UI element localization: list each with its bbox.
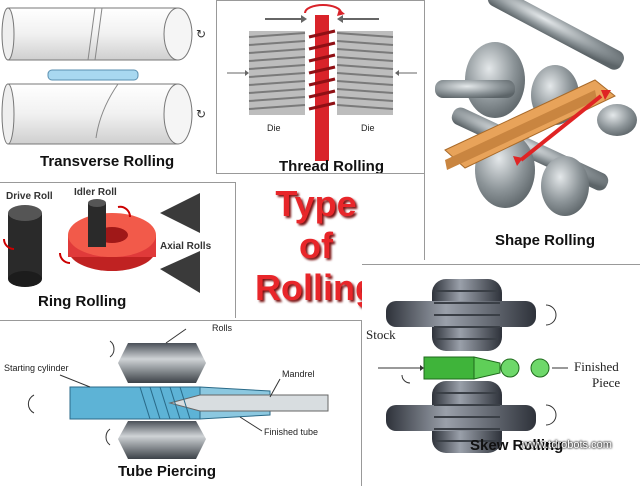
tube-mandrel-label: Mandrel: [282, 369, 315, 379]
skew-rolling-caption: Skew Rolling: [470, 437, 564, 454]
thread-rolling-panel: Die Die Thread Rolling: [216, 0, 426, 174]
thread-die-right-label: Die: [361, 123, 375, 133]
tube-rolls-label: Rolls: [212, 323, 233, 333]
ring-axial-rolls-label: Axial Rolls: [160, 241, 212, 252]
tube-piercing-caption: Tube Piercing: [118, 463, 217, 480]
skew-rolling-illustration: [378, 279, 568, 453]
shape-rolling-panel: Shape Rolling: [424, 0, 640, 260]
svg-text:↻: ↻: [196, 27, 206, 41]
skew-piece-label: Piece: [592, 375, 621, 390]
page-title: Type of Rolling: [236, 184, 396, 308]
thread-die-left-label: Die: [267, 123, 281, 133]
skew-finished-label: Finished: [574, 359, 619, 374]
shape-rolling-illustration: [435, 0, 637, 216]
transverse-rolling-caption: Transverse Rolling: [40, 153, 175, 170]
title-line-of: of: [299, 225, 333, 266]
thread-rolling-caption: Thread Rolling: [279, 158, 384, 174]
ring-drive-roll-label: Drive Roll: [6, 191, 53, 202]
tube-piercing-panel: Rolls Starting cylinder Mandrel Finished…: [0, 320, 362, 486]
title-line-type: Type: [275, 183, 357, 224]
title-line-rolling: Rolling: [255, 267, 377, 308]
ring-rolling-panel: Drive Roll Idler Roll Axial Rolls Ring R…: [0, 182, 236, 318]
skew-rolling-panel: Stock Finished Piece Skew Rolling www.td…: [362, 264, 640, 486]
shape-rolling-caption: Shape Rolling: [495, 232, 596, 249]
transverse-rolling-panel: ↻ ↻ Transverse Rolling: [0, 0, 216, 178]
ring-rolling-illustration: [3, 193, 200, 293]
tube-finished-tube-label: Finished tube: [264, 427, 319, 437]
transverse-rolling-illustration: ↻ ↻: [1, 7, 206, 145]
tube-piercing-illustration: [27, 328, 329, 459]
svg-text:↻: ↻: [196, 107, 206, 121]
ring-idler-roll-label: Idler Roll: [74, 187, 117, 198]
skew-stock-label: Stock: [366, 327, 396, 342]
thread-rolling-illustration: [227, 4, 417, 161]
watermark: www.tdrobots.com: [522, 439, 612, 451]
tube-starting-cylinder-label: Starting cylinder: [4, 363, 69, 373]
ring-rolling-caption: Ring Rolling: [38, 293, 127, 310]
